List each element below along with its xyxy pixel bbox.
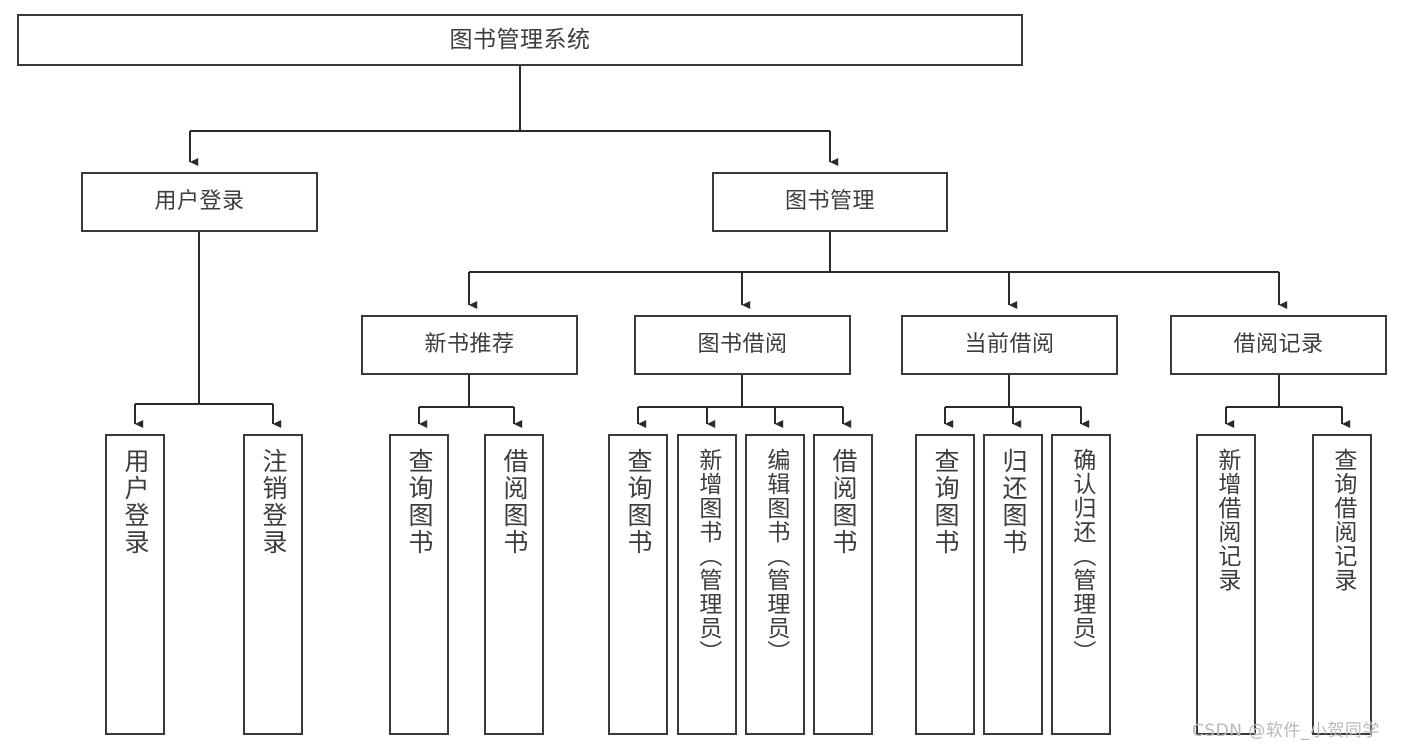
node-label: 确认归还（管理员） — [1068, 448, 1095, 664]
node-leaf-borrow-book-2[interactable]: 借阅图书 — [813, 434, 873, 735]
node-book-management[interactable]: 图书管理 — [712, 172, 948, 232]
node-user-login[interactable]: 用户登录 — [81, 172, 318, 232]
node-label: 注销登录 — [259, 448, 288, 556]
node-label: 借阅图书 — [829, 448, 858, 556]
node-label: 查询图书 — [624, 448, 653, 556]
node-label: 图书管理 — [784, 189, 875, 214]
node-label: 借阅记录 — [1233, 332, 1324, 357]
node-label: 编辑图书（管理员） — [762, 448, 789, 664]
node-book-borrow[interactable]: 图书借阅 — [634, 315, 851, 375]
node-leaf-query-book-2[interactable]: 查询图书 — [608, 434, 668, 735]
node-leaf-confirm-return[interactable]: 确认归还（管理员） — [1051, 434, 1111, 735]
node-leaf-add-borrow-record[interactable]: 新增借阅记录 — [1196, 434, 1256, 735]
node-label: 新增借阅记录 — [1213, 448, 1240, 592]
node-borrow-record[interactable]: 借阅记录 — [1170, 315, 1387, 375]
node-label: 用户登录 — [121, 448, 150, 556]
csdn-watermark: CSDN @软件_小贺同学 — [1192, 721, 1380, 741]
node-leaf-add-book[interactable]: 新增图书（管理员） — [677, 434, 737, 735]
node-leaf-borrow-book-1[interactable]: 借阅图书 — [484, 434, 544, 735]
node-leaf-user-login[interactable]: 用户登录 — [105, 434, 165, 735]
node-new-book-recommend[interactable]: 新书推荐 — [361, 315, 578, 375]
node-leaf-return-book[interactable]: 归还图书 — [983, 434, 1043, 735]
node-label: 用户登录 — [154, 189, 245, 214]
node-leaf-query-borrow-record[interactable]: 查询借阅记录 — [1312, 434, 1372, 735]
node-current-borrow[interactable]: 当前借阅 — [901, 315, 1118, 375]
node-label: 图书管理系统 — [449, 26, 591, 53]
node-label: 新增图书（管理员） — [694, 448, 721, 664]
node-label: 查询图书 — [405, 448, 434, 556]
node-label: 归还图书 — [999, 448, 1028, 556]
node-label: 查询借阅记录 — [1329, 448, 1356, 592]
node-leaf-logout[interactable]: 注销登录 — [243, 434, 303, 735]
node-label: 借阅图书 — [500, 448, 529, 556]
node-leaf-edit-book[interactable]: 编辑图书（管理员） — [745, 434, 805, 735]
node-leaf-query-book-1[interactable]: 查询图书 — [389, 434, 449, 735]
node-leaf-query-book-3[interactable]: 查询图书 — [915, 434, 975, 735]
node-label: 图书借阅 — [697, 332, 788, 357]
node-label: 查询图书 — [931, 448, 960, 556]
node-root-system[interactable]: 图书管理系统 — [17, 14, 1023, 66]
node-label: 新书推荐 — [424, 332, 515, 357]
node-label: 当前借阅 — [964, 332, 1055, 357]
